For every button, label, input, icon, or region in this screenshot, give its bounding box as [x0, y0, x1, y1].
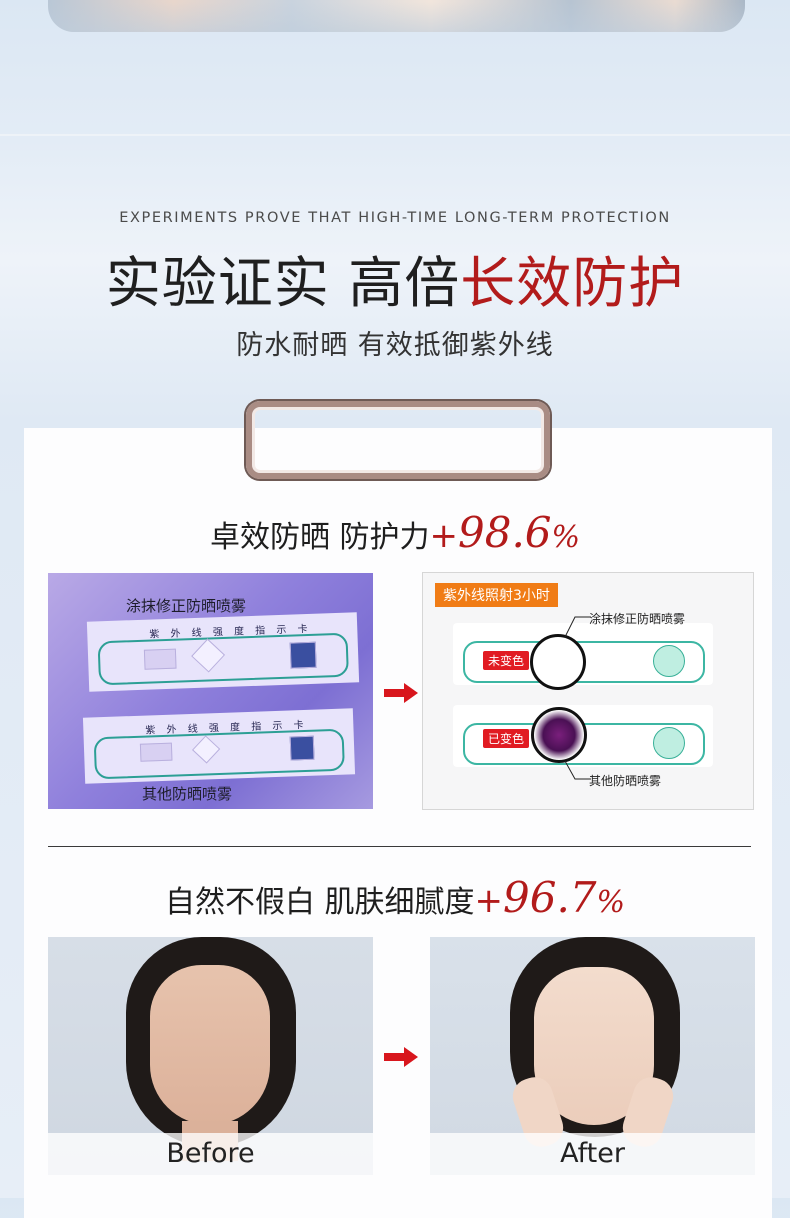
indicator-cell-dark	[289, 641, 317, 669]
result-card-border	[463, 641, 705, 683]
uv-test-photo-right: 紫外线照射3小时 未变色 已变色 涂抹修正防晒喷雾 其他防晒喷雾	[422, 572, 754, 810]
indicator-cell-2	[139, 742, 173, 762]
section-divider	[48, 846, 751, 847]
section1-title-text: 卓效防晒 防护力	[209, 520, 430, 555]
metal-clip-icon	[246, 401, 550, 479]
zoom-circle-unchanged	[530, 634, 586, 690]
section1-value: 98.6	[458, 508, 552, 557]
section1-title: 卓效防晒 防护力+98.6%	[0, 508, 790, 557]
headline-black-text: 实验证实 高倍	[105, 251, 461, 315]
uv-symbol-icon	[653, 645, 685, 677]
callout-line-top	[564, 616, 591, 638]
callout-bottom-label: 其他防晒喷雾	[589, 774, 662, 788]
page-headline: 实验证实 高倍长效防护	[0, 238, 790, 318]
left-top-label: 涂抹修正防晒喷雾	[126, 597, 247, 615]
headline-red-text: 长效防护	[460, 251, 685, 315]
section1-plus: +	[429, 516, 459, 556]
uv-test-photo-left: 涂抹修正防晒喷雾 紫 外 线 强 度 指 示 卡 紫 外 线 强 度 指 示 卡…	[48, 573, 373, 809]
before-photo: Before	[48, 937, 373, 1175]
section1-percent: %	[551, 520, 581, 555]
zoom-circle-changed	[531, 707, 587, 763]
arrow-right-icon	[384, 683, 418, 703]
section2-value: 96.7	[503, 873, 597, 922]
top-photo-banner	[48, 0, 745, 32]
english-subtitle: EXPERIMENTS PROVE THAT HIGH-TIME LONG-TE…	[119, 210, 671, 226]
uv-exposure-tag: 紫外线照射3小时	[435, 583, 558, 607]
section2-plus: +	[474, 881, 504, 921]
changed-tag: 已变色	[483, 729, 530, 748]
arrow-right-icon-2	[384, 1047, 418, 1067]
indicator-card-top: 紫 外 线 强 度 指 示 卡	[86, 612, 360, 692]
unchanged-tag: 未变色	[483, 651, 530, 670]
band-divider	[0, 134, 790, 136]
tagline: 防水耐晒 有效抵御紫外线	[236, 330, 554, 361]
face-shape	[150, 965, 270, 1125]
after-photo: After	[430, 937, 755, 1175]
before-label: Before	[48, 1133, 373, 1175]
left-bottom-label: 其他防晒喷雾	[142, 785, 233, 803]
callout-line-bottom	[564, 760, 591, 780]
section2-title-text: 自然不假白 肌肤细腻度	[164, 885, 475, 920]
section2-percent: %	[596, 885, 626, 920]
indicator-cell	[143, 648, 177, 670]
uv-symbol-icon-2	[653, 727, 685, 759]
indicator-cell-dark-2	[289, 735, 315, 761]
section2-title: 自然不假白 肌肤细腻度+96.7%	[0, 873, 790, 922]
after-label: After	[430, 1133, 755, 1175]
callout-top-label: 涂抹修正防晒喷雾	[589, 612, 686, 626]
indicator-card-bottom: 紫 外 线 强 度 指 示 卡	[82, 708, 356, 784]
